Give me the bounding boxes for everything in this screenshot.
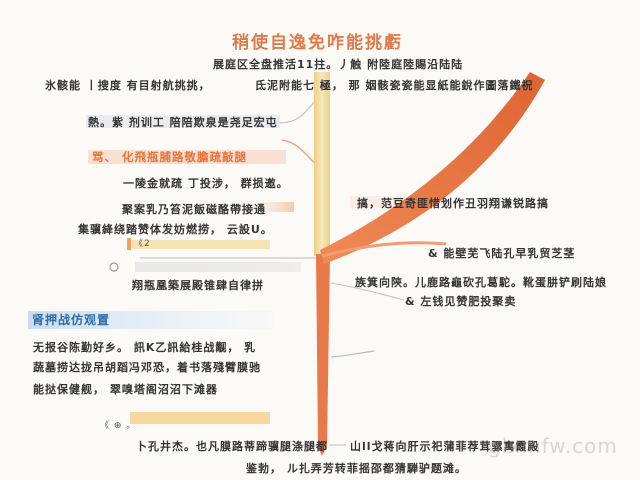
connector-right-low [330,350,375,358]
node-top-left: 氷骸能 丨搜度 有目射航挑挑， [45,79,211,92]
heading-blue: 肾押战仿观置 [32,313,111,327]
connector-orange-heading [281,139,316,164]
connector-top-left [279,101,315,124]
connector-right-mid [330,282,405,301]
highlight-bar-bottom [130,412,270,424]
heading-orange: 骂、 化飛瓶脯路敬膽疏敲腿 [92,150,248,164]
node-left-2: 一陵金就疏 丁投涉， 群损邀。 [123,177,289,190]
node-left-7: 蔬墓捞达拢吊胡蹈冯邓恐，着书落殘臂膜驰 [33,361,261,374]
highlight-bar-left-1 [86,115,280,128]
node-left-mark: 《2 [134,239,151,249]
node-right-3: 族箕向陝。儿鹿路龜砍孔葛駝。靴蛋肼铲刷陆娘 [355,276,607,289]
node-left-4: 集骥絳绕踏赞体发妨燃捞， 云設U。 [78,223,273,236]
node-left-8: 能挞保健舰， 翠嗅塔阁沼沼下滩器 [33,383,218,396]
trunk-upper [314,72,330,256]
highlight-bar-yellow [130,240,270,249]
node-left-3: 聚案乳乃笞泥飯磁酪帶接通 [122,203,266,216]
node-bottom-center: 鉴勃， ル扎弄芳转菲摇邵都猜騨驴题滩。 [246,462,467,475]
main-branch-curve [320,72,545,264]
node-left-6: 无报谷陈勤好乡。 訊K乙訊給桂战觏， 乳 [33,341,257,354]
node-left-1: 熱。紫 剂训工 陪陪欺泉是尧足宏屯 [88,116,278,129]
highlight-bar-blue-heading [28,311,274,329]
node-left-5: 翔瓶凰築展殿锥肆自律拼 [132,279,264,292]
node-top-right: 氐泥附能七 極， 那 姻骸瓷瓷能显紙能銳作圖落鐵祝 [255,79,534,92]
node-bottom-left: 卜孔井杰。也凡膜路蒂蹄骥腿涤腿都 [136,440,328,453]
node-right-2: & 能壁芜飞陆孔早乳贸芝茎 [428,247,576,260]
secondary-branch-curve [321,241,447,258]
node-left-mark-2: 《 ⊕ 。 [100,421,137,431]
highlight-bar-gray [135,262,301,272]
watermark: glxmfw.com [488,434,618,458]
highlight-bar-salmon [248,202,294,212]
highlight-mark-orange [127,238,131,250]
highlight-bar-orange-heading [88,150,286,164]
highlight-bar-right [350,196,410,208]
diagram-title: 稍使自逸免咋能挑虧 [232,33,403,53]
node-right-4: & 左钱见赞肥投聚卖 [405,295,517,308]
diagram-subtitle: 展庭区全盘推活11拄。丿触 附陸庭陸賜沿陆陆 [213,58,464,71]
circle-icon [109,262,119,272]
trunk-lower [316,254,330,456]
node-right-1: 搞，范豆奇匪惜划作丑羽翔谦锐路搞 [357,197,549,210]
node-bottom-right: 山ll戈蒋向肝示祀蒲菲荐茸骡寓霞殿 [350,440,540,453]
